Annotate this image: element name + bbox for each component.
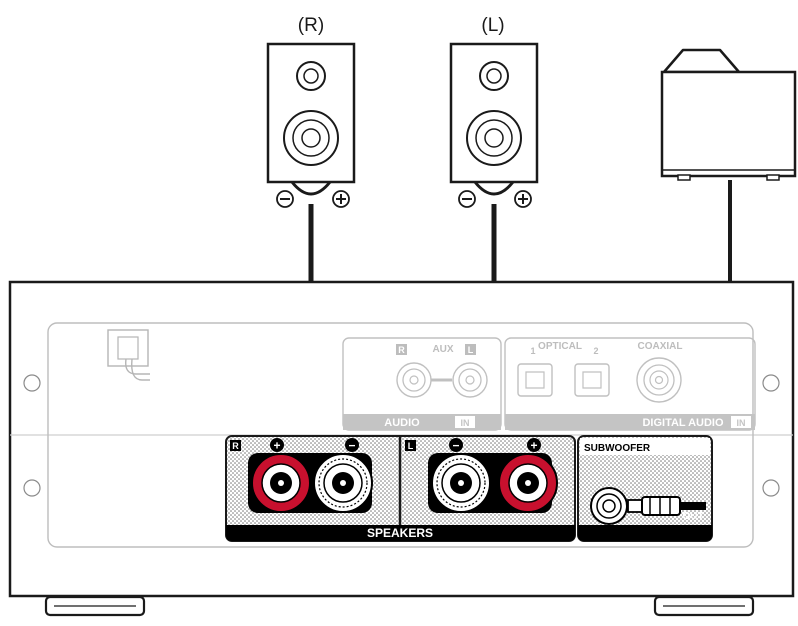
svg-text:−: −	[348, 439, 355, 453]
speaker-right-label: (R)	[298, 15, 324, 36]
aux-l-mark	[465, 344, 476, 355]
speaker-l-negative-terminal	[431, 453, 491, 513]
speakers-r-mark-text: R	[232, 441, 239, 451]
digital-audio-label: DIGITAL AUDIO	[642, 417, 724, 429]
speakers-l-minus-icon: −	[449, 438, 463, 453]
coaxial-title: COAXIAL	[638, 341, 683, 352]
screw-icon	[23, 479, 41, 497]
optical-port1-label: 1	[530, 346, 535, 356]
foot-left	[44, 595, 146, 617]
speaker-left-minus-icon	[458, 190, 476, 208]
screw-icon	[23, 374, 41, 392]
aux-title: AUX	[432, 344, 453, 355]
screw-icon	[762, 479, 780, 497]
rca-plug-icon	[627, 496, 706, 516]
optical-title: OPTICAL	[538, 341, 582, 352]
main-unit: R AUX L AUDIO IN 1 OPTICAL	[8, 280, 795, 617]
subwoofer-title: SUBWOOFER	[584, 443, 651, 454]
speakers-l-mark-text: L	[408, 441, 414, 451]
subwoofer-device	[660, 48, 797, 181]
speaker-right-plus-icon	[332, 190, 350, 208]
speaker-right	[266, 42, 356, 208]
audio-label: AUDIO	[384, 417, 420, 429]
subwoofer-out-jack-icon	[590, 487, 628, 525]
svg-text:−: −	[452, 439, 459, 453]
speakers-l-plus-icon: +	[527, 438, 541, 453]
audio-in-mark: IN	[461, 418, 470, 428]
svg-text:+: +	[273, 439, 280, 453]
optical-port-1-icon	[517, 363, 553, 397]
aux-r-jack-icon	[396, 362, 432, 398]
aux-l-mark-text: L	[468, 345, 474, 355]
speaker-l-positive-terminal	[498, 453, 558, 513]
speaker-left-plus-icon	[514, 190, 532, 208]
speakers-r-mark	[230, 440, 241, 451]
digital-audio-in-section: 1 OPTICAL 2 COAXIAL DIGITAL AUDIO IN	[504, 337, 756, 431]
speakers-l-mark	[405, 440, 416, 451]
speakers-r-minus-icon: −	[345, 438, 359, 453]
aux-r-mark	[396, 344, 407, 355]
aux-r-mark-text: R	[398, 345, 405, 355]
speakers-label: SPEAKERS	[367, 526, 433, 540]
speakers-r-plus-icon: +	[270, 438, 284, 453]
speaker-r-negative-terminal	[313, 453, 373, 513]
subwoofer-out-panel: SUBWOOFER OUT	[577, 435, 713, 542]
aux-audio-in-section: R AUX L AUDIO IN	[342, 337, 502, 431]
optical-port2-label: 2	[593, 346, 598, 356]
subwoofer-out-label: OUT	[682, 511, 703, 522]
coaxial-jack-icon	[636, 357, 682, 403]
aux-l-jack-icon	[452, 362, 488, 398]
svg-text:+: +	[530, 439, 537, 453]
speaker-left	[449, 42, 539, 208]
optical-port-2-icon	[574, 363, 610, 397]
speaker-r-positive-terminal	[251, 453, 311, 513]
foot-right	[653, 595, 755, 617]
speaker-left-label: (L)	[481, 15, 504, 36]
speakers-terminal-panel: SPEAKERS R L + − − +	[225, 435, 576, 542]
screw-icon	[762, 374, 780, 392]
power-socket-icon	[107, 329, 150, 381]
speaker-right-minus-icon	[276, 190, 294, 208]
digital-audio-in-mark: IN	[737, 418, 746, 428]
